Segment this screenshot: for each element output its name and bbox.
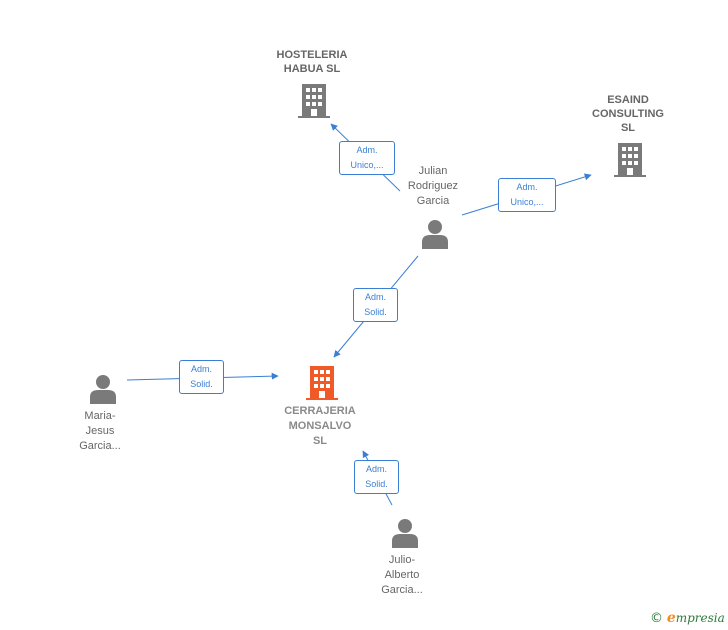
copyright-icon: ©	[650, 611, 663, 626]
empresia-logo: © empresia	[650, 610, 725, 626]
building-icon[interactable]	[306, 366, 338, 400]
company-label-cerrajeria[interactable]: CERRAJERIA MONSALVO SL	[284, 405, 356, 447]
brand-name: mpresia	[675, 611, 725, 625]
person-label-julian[interactable]: Julian Rodriguez Garcia	[407, 165, 459, 207]
company-label-hosteleria[interactable]: HOSTELERIA HABUA SL	[276, 49, 348, 75]
person-icon[interactable]	[420, 219, 450, 249]
person-icon[interactable]	[88, 374, 118, 404]
brand-initial: e	[666, 610, 676, 626]
edge-label-julian-cerrajeria[interactable]: Adm. Solid.	[353, 288, 398, 322]
edge-label-julian-esaind[interactable]: Adm. Unico,...	[498, 178, 556, 212]
person-label-julio[interactable]: Julio- Alberto Garcia...	[381, 554, 423, 596]
edge-label-julio-cerrajeria[interactable]: Adm. Solid.	[354, 460, 399, 494]
edge-label-julian-hosteleria[interactable]: Adm. Unico,...	[339, 141, 395, 175]
person-icon[interactable]	[390, 518, 420, 548]
person-label-maria[interactable]: Maria- Jesus Garcia...	[79, 410, 121, 452]
edge-label-maria-cerrajeria[interactable]: Adm. Solid.	[179, 360, 224, 394]
company-label-esaind[interactable]: ESAIND CONSULTING SL	[592, 94, 664, 134]
building-icon[interactable]	[298, 84, 330, 118]
building-icon[interactable]	[614, 143, 646, 177]
